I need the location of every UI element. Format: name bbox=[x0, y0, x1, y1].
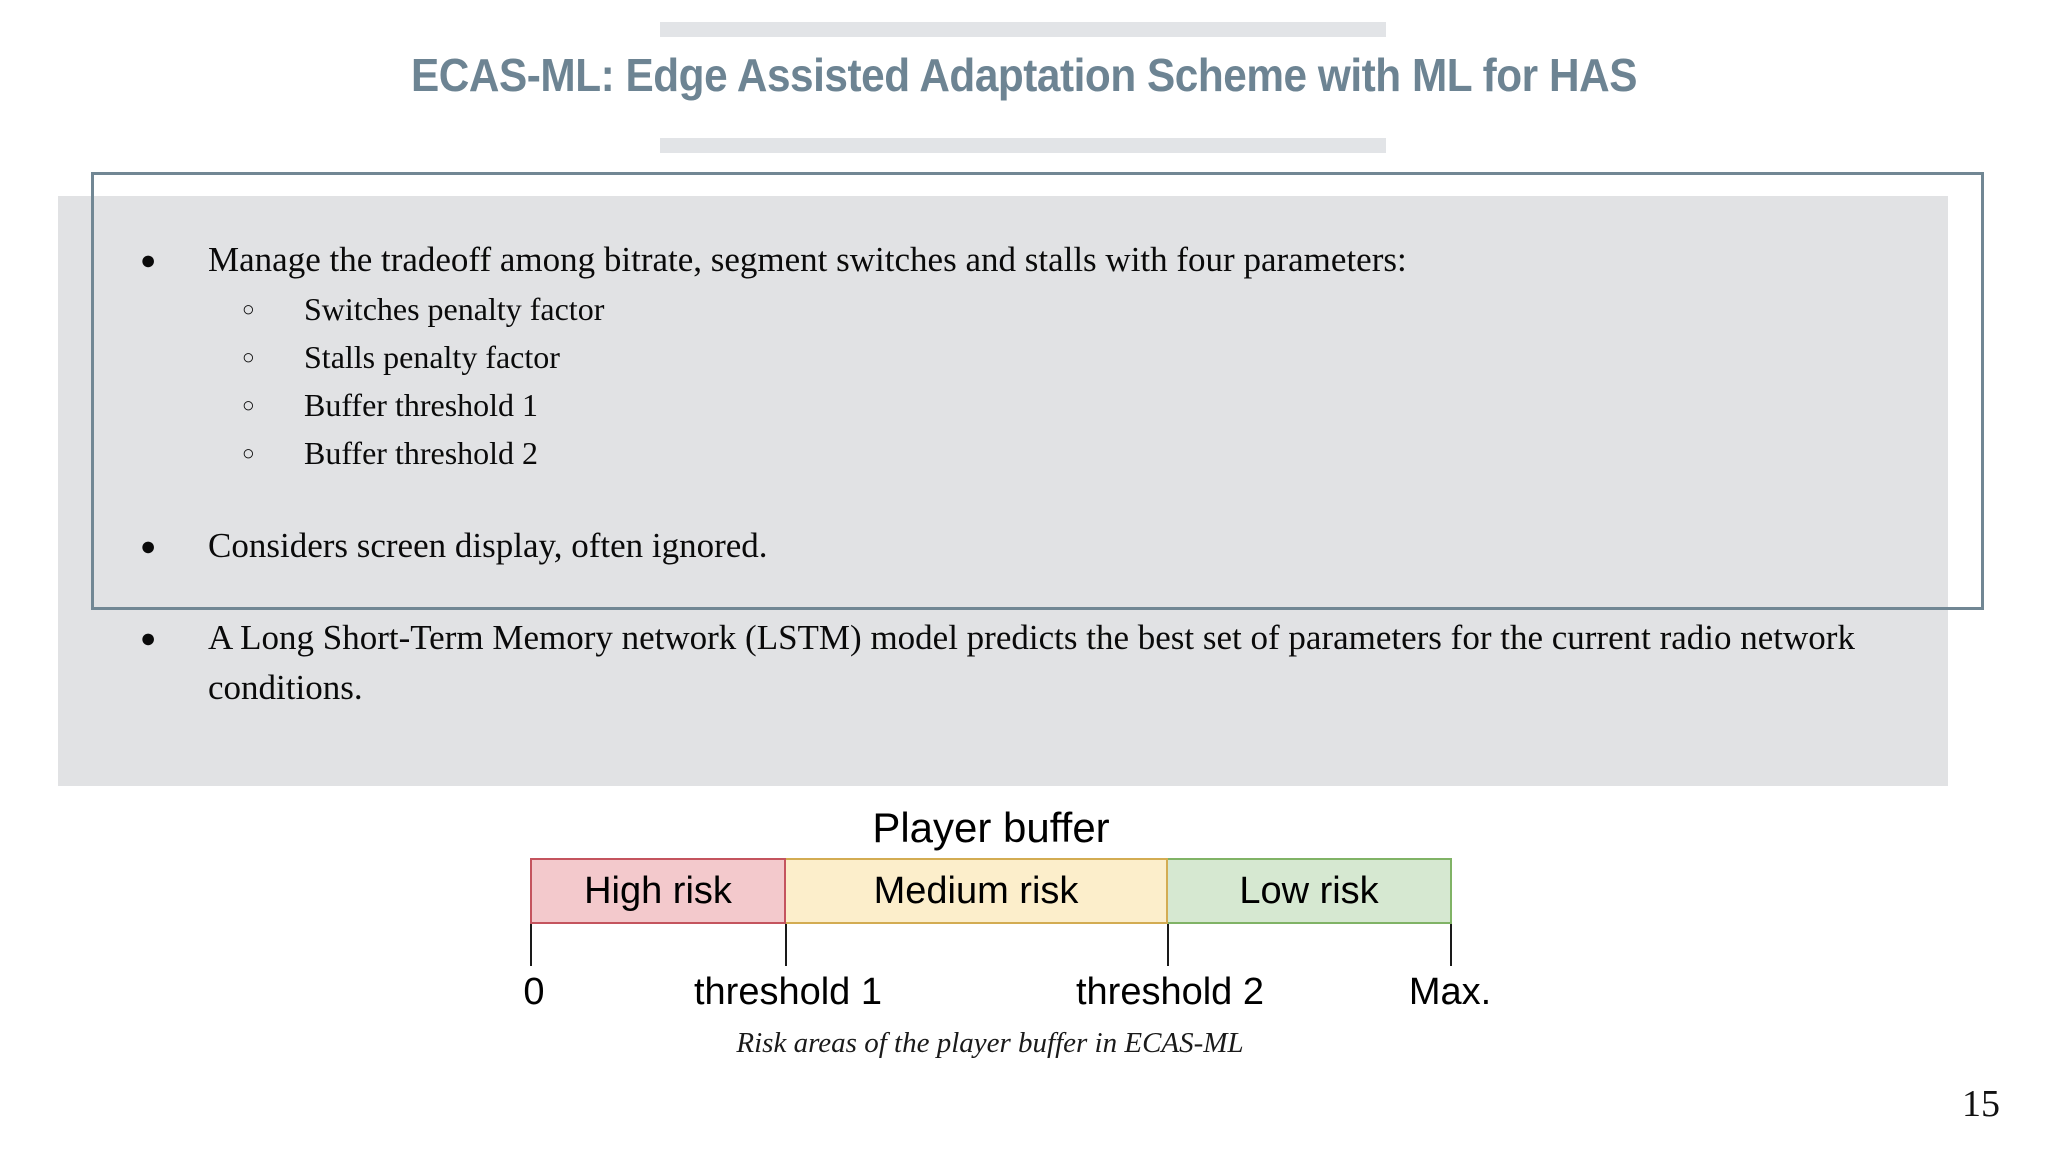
bullet-list: ● Manage the tradeoff among bitrate, seg… bbox=[140, 235, 1900, 713]
bullet-text: A Long Short-Term Memory network (LSTM) … bbox=[208, 618, 1855, 707]
axis-tick-zero bbox=[530, 924, 532, 966]
sub-bullet-marker-icon: ○ bbox=[242, 345, 255, 369]
diagram-heading: Player buffer bbox=[872, 804, 1110, 851]
player-buffer-diagram: Player buffer High risk Medium risk Low … bbox=[523, 804, 1491, 1060]
sub-bullet-marker-icon: ○ bbox=[242, 393, 255, 417]
bullet-item: ○ Buffer threshold 2 bbox=[242, 429, 1900, 477]
bullet-item: ● Manage the tradeoff among bitrate, seg… bbox=[140, 235, 1900, 285]
bullet-marker-icon: ● bbox=[140, 531, 157, 561]
bullet-marker-icon: ● bbox=[140, 623, 157, 653]
risk-bar: High risk Medium risk Low risk bbox=[530, 858, 1452, 924]
axis-label-zero: 0 bbox=[523, 971, 545, 1013]
title-decoration-bar-bottom bbox=[660, 138, 1386, 153]
bullet-text: Buffer threshold 1 bbox=[304, 387, 539, 423]
content-panel-background bbox=[58, 196, 1948, 786]
bullet-spacer bbox=[140, 477, 1900, 521]
bullet-item: ○ Buffer threshold 1 bbox=[242, 381, 1900, 429]
axis-tick-threshold-2 bbox=[1167, 924, 1169, 966]
bullet-item: ○ Stalls penalty factor bbox=[242, 333, 1900, 381]
axis-tick-max bbox=[1450, 924, 1452, 966]
axis-label-threshold-1: threshold 1 bbox=[693, 971, 883, 1013]
axis-label-threshold-2: threshold 2 bbox=[1075, 971, 1265, 1013]
figure-caption: Risk areas of the player buffer in ECAS-… bbox=[736, 1027, 1244, 1059]
bullet-text: Considers screen display, often ignored. bbox=[208, 526, 768, 565]
title-decoration-bar-top bbox=[660, 22, 1386, 37]
risk-segment-low: Low risk bbox=[1168, 858, 1452, 924]
bullet-text: Switches penalty factor bbox=[304, 291, 605, 327]
bullet-marker-icon: ● bbox=[140, 245, 157, 275]
bullet-item: ● A Long Short-Term Memory network (LSTM… bbox=[140, 613, 1900, 713]
page-number: 15 bbox=[1962, 1083, 2000, 1125]
bullet-text: Manage the tradeoff among bitrate, segme… bbox=[208, 240, 1407, 279]
bullet-text: Stalls penalty factor bbox=[304, 339, 560, 375]
axis-label-max: Max. bbox=[1408, 971, 1492, 1013]
bullet-item: ○ Switches penalty factor bbox=[242, 285, 1900, 333]
content-panel-outline bbox=[91, 172, 1984, 610]
slide-title: ECAS-ML: Edge Assisted Adaptation Scheme… bbox=[411, 49, 1637, 101]
bullet-spacer bbox=[140, 571, 1900, 613]
sub-bullet-marker-icon: ○ bbox=[242, 441, 255, 465]
bullet-text: Buffer threshold 2 bbox=[304, 435, 539, 471]
risk-segment-high: High risk bbox=[530, 858, 786, 924]
risk-segment-medium: Medium risk bbox=[786, 858, 1168, 924]
bullet-item: ● Considers screen display, often ignore… bbox=[140, 521, 1900, 571]
sub-bullet-marker-icon: ○ bbox=[242, 297, 255, 321]
axis-tick-threshold-1 bbox=[785, 924, 787, 966]
